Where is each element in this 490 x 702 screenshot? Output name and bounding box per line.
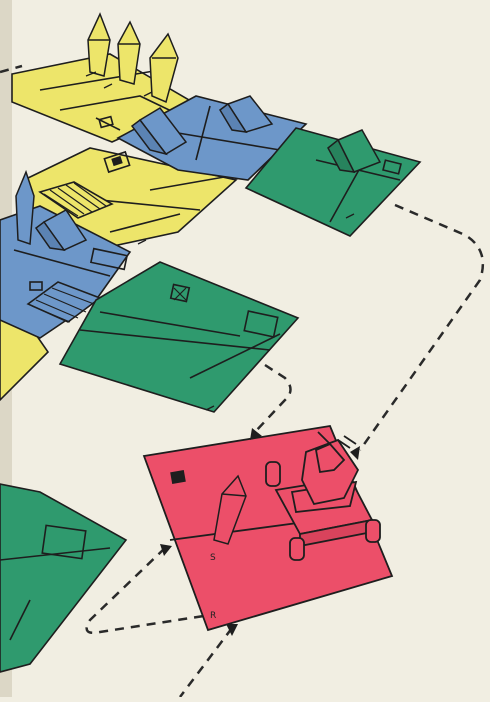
castle-piece: [265, 435, 381, 561]
path-top-right: [358, 203, 485, 451]
arrow-left: [160, 544, 172, 556]
castle-right-post: [365, 519, 381, 543]
castle-front-post: [289, 537, 305, 561]
pawn-3: [149, 32, 179, 104]
pawn-2: [117, 20, 141, 85]
path-bottom-left: [85, 547, 211, 634]
pawn-1: [87, 12, 111, 77]
arrow-bottom: [226, 624, 238, 636]
wedge-blue-3: [34, 209, 88, 251]
tile-marks: [85, 71, 355, 411]
wedge-green: [327, 129, 382, 173]
dashed-paths: [0, 64, 485, 698]
path-bottom-exit: [179, 627, 233, 698]
wedge-pieces: [34, 95, 382, 251]
arrow-top-right: [350, 446, 360, 460]
pawn-pieces: [15, 12, 247, 545]
red-marker-label: R: [210, 611, 216, 621]
path-arrows: [160, 428, 360, 636]
arrow-middle: [250, 428, 262, 440]
castle-left-post: [265, 461, 281, 487]
green-tiles: [0, 127, 422, 673]
pawn-left-edge: [15, 169, 35, 246]
piece-mark-label: S: [210, 553, 216, 563]
green-bottom-left-tile: [0, 483, 128, 673]
wedge-blue-2: [219, 95, 274, 133]
red-tile-marker: [170, 469, 186, 485]
path-middle: [254, 363, 292, 433]
path-top-left: [0, 64, 23, 74]
green-middle-tile: [58, 261, 300, 413]
pawn-on-red: [213, 474, 247, 545]
wedge-blue-1: [130, 107, 188, 156]
